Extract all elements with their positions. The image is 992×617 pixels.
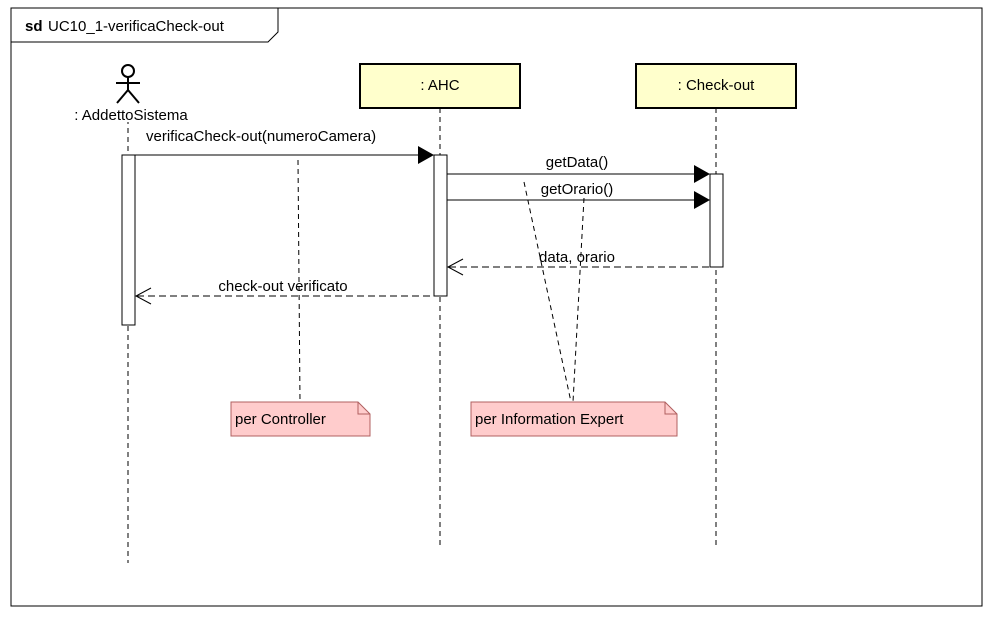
actor-label: : AddettoSistema <box>74 107 188 124</box>
note-connector-controller <box>297 159 301 403</box>
message-label-checkout-verificato: check-out verificato <box>218 278 347 295</box>
frame-title-tab <box>10 7 279 43</box>
object-ahc-label: : AHC <box>420 77 459 94</box>
object-ahc <box>359 63 521 109</box>
note-information-expert-text: per Information Expert <box>475 411 624 428</box>
note-controller <box>230 401 371 437</box>
frame-kind-label: sd <box>25 18 43 35</box>
message-label-getorario: getOrario() <box>541 181 614 198</box>
object-checkout-label: : Check-out <box>678 77 756 94</box>
actor-icon <box>116 64 140 104</box>
activation-actor <box>121 154 136 326</box>
note-controller-text: per Controller <box>235 411 326 428</box>
activation-checkout <box>709 173 724 268</box>
object-checkout <box>635 63 797 109</box>
message-label-getdata: getData() <box>546 154 609 171</box>
arrowhead-filled <box>694 165 710 183</box>
message-label-data-orario: data, orario <box>539 249 615 266</box>
activation-ahc <box>433 154 448 297</box>
message-label-verifica: verificaCheck-out(numeroCamera) <box>146 128 376 145</box>
note-connector-expert-2 <box>572 197 585 403</box>
arrowhead-filled <box>418 146 434 164</box>
frame-title: UC10_1-verificaCheck-out <box>48 18 225 35</box>
note-information-expert <box>470 401 678 437</box>
note-connector-expert-1 <box>523 181 572 403</box>
arrowhead-open <box>446 258 464 276</box>
arrowhead-filled <box>694 191 710 209</box>
arrowhead-open <box>134 287 152 305</box>
